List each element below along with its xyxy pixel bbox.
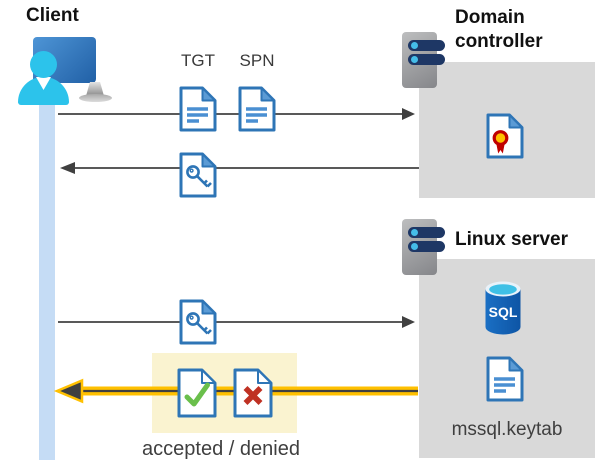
monitor-stand	[86, 82, 104, 96]
arrow-client-to-linux	[58, 316, 415, 328]
spn-label: SPN	[239, 51, 275, 70]
linux-server-icon	[402, 219, 450, 275]
accepted-check-document-icon	[176, 367, 218, 419]
domain-controller-label: Domain controller	[455, 7, 543, 52]
keytab-label: mssql.keytab	[451, 419, 563, 440]
client-lifeline-bar	[39, 95, 55, 460]
accept-deny-highlight-box	[152, 353, 297, 433]
accepted-denied-label: accepted / denied	[142, 438, 300, 460]
sql-database-icon: SQL	[484, 280, 522, 336]
client-user-monitor-icon	[0, 0, 130, 110]
key-document-icon	[178, 151, 218, 199]
sql-badge-label: SQL	[489, 304, 518, 320]
key-document-icon	[178, 298, 218, 346]
client-label: Client	[26, 5, 79, 26]
linux-server-label: Linux server	[455, 229, 568, 250]
monitor-base	[79, 94, 112, 102]
denied-cross-document-icon	[232, 367, 274, 419]
tgt-label: TGT	[181, 51, 215, 70]
arrow-dc-to-client	[60, 162, 419, 174]
person-head	[30, 51, 57, 78]
spn-document-icon	[237, 85, 277, 133]
tgt-document-icon	[178, 85, 218, 133]
domain-controller-server-icon	[402, 32, 450, 88]
certificate-icon	[485, 112, 525, 160]
keytab-document-icon	[485, 354, 525, 404]
